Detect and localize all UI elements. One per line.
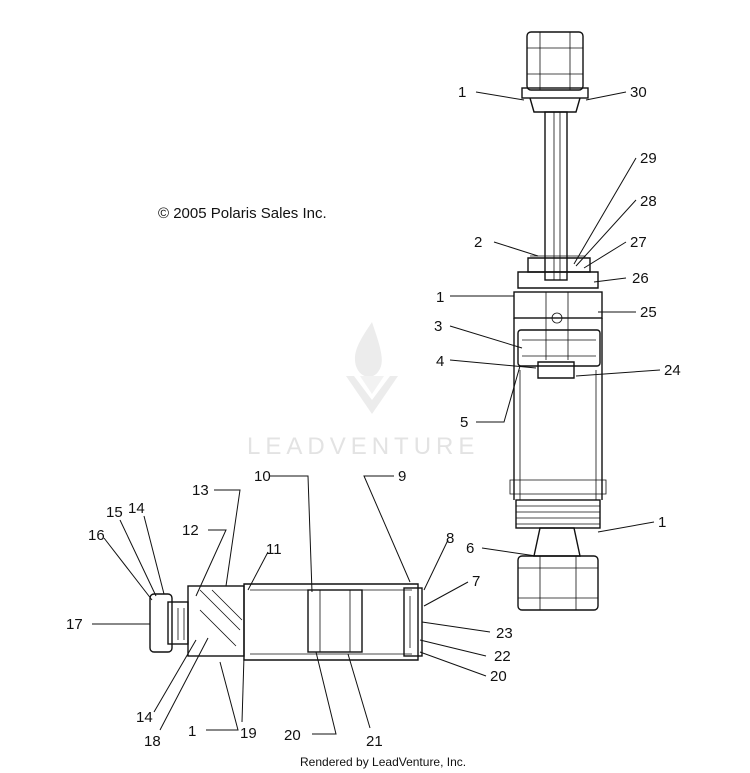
watermark-text: LEADVENTURE	[247, 433, 479, 460]
leader-lines	[92, 91, 661, 735]
callout-3: 3	[434, 318, 442, 335]
callout-29: 29	[640, 150, 657, 167]
callout-14-top: 14	[128, 500, 145, 517]
callout-labels: 1 30 29 28 2 27 26 1 25 3 4 24 5 1 6 10 …	[66, 84, 681, 750]
callout-27: 27	[630, 234, 647, 251]
body-cap	[513, 291, 603, 319]
callout-17: 17	[66, 616, 83, 633]
piston-nut	[537, 361, 575, 379]
top-mount-base	[521, 87, 589, 99]
callout-1-bottom: 1	[188, 723, 196, 740]
callout-1-mid: 1	[436, 289, 444, 306]
callout-20-right: 20	[490, 668, 507, 685]
callout-26: 26	[632, 270, 649, 287]
callout-1-right: 1	[658, 514, 666, 531]
callout-20-bottom: 20	[284, 727, 301, 744]
callout-19: 19	[240, 725, 257, 742]
vertical-shock-assembly	[509, 31, 607, 611]
floating-piston	[307, 589, 363, 653]
callout-7: 7	[472, 573, 480, 590]
piston	[517, 329, 601, 367]
bottom-mount-eye	[517, 555, 599, 611]
callout-12: 12	[182, 522, 199, 539]
callout-25: 25	[640, 304, 657, 321]
reservoir-body	[243, 583, 419, 661]
callout-16: 16	[88, 527, 105, 544]
callout-6: 6	[466, 540, 474, 557]
callout-9: 9	[398, 468, 406, 485]
footer-credit: Rendered by LeadVenture, Inc.	[300, 755, 466, 769]
leadventure-watermark-logo	[346, 322, 398, 414]
callout-18: 18	[144, 733, 161, 750]
callout-23: 23	[496, 625, 513, 642]
callout-14-bottom: 14	[136, 709, 153, 726]
callout-24: 24	[664, 362, 681, 379]
callout-21: 21	[366, 733, 383, 750]
callout-11: 11	[266, 541, 282, 558]
reservoir-cap	[403, 587, 423, 657]
callout-8: 8	[446, 530, 454, 547]
callout-2: 2	[474, 234, 482, 251]
callout-1-top: 1	[458, 84, 466, 101]
copyright-notice: © 2005 Polaris Sales Inc.	[158, 205, 327, 222]
callout-30: 30	[630, 84, 647, 101]
callout-15: 15	[106, 504, 123, 521]
shock-body	[513, 318, 603, 500]
callout-13: 13	[192, 482, 209, 499]
callout-10: 10	[254, 468, 271, 485]
callout-4: 4	[436, 353, 444, 370]
callout-5: 5	[460, 414, 468, 431]
callout-22: 22	[494, 648, 511, 665]
callout-28: 28	[640, 193, 657, 210]
piston-shaft	[544, 111, 568, 281]
top-mount-eye	[526, 31, 584, 91]
